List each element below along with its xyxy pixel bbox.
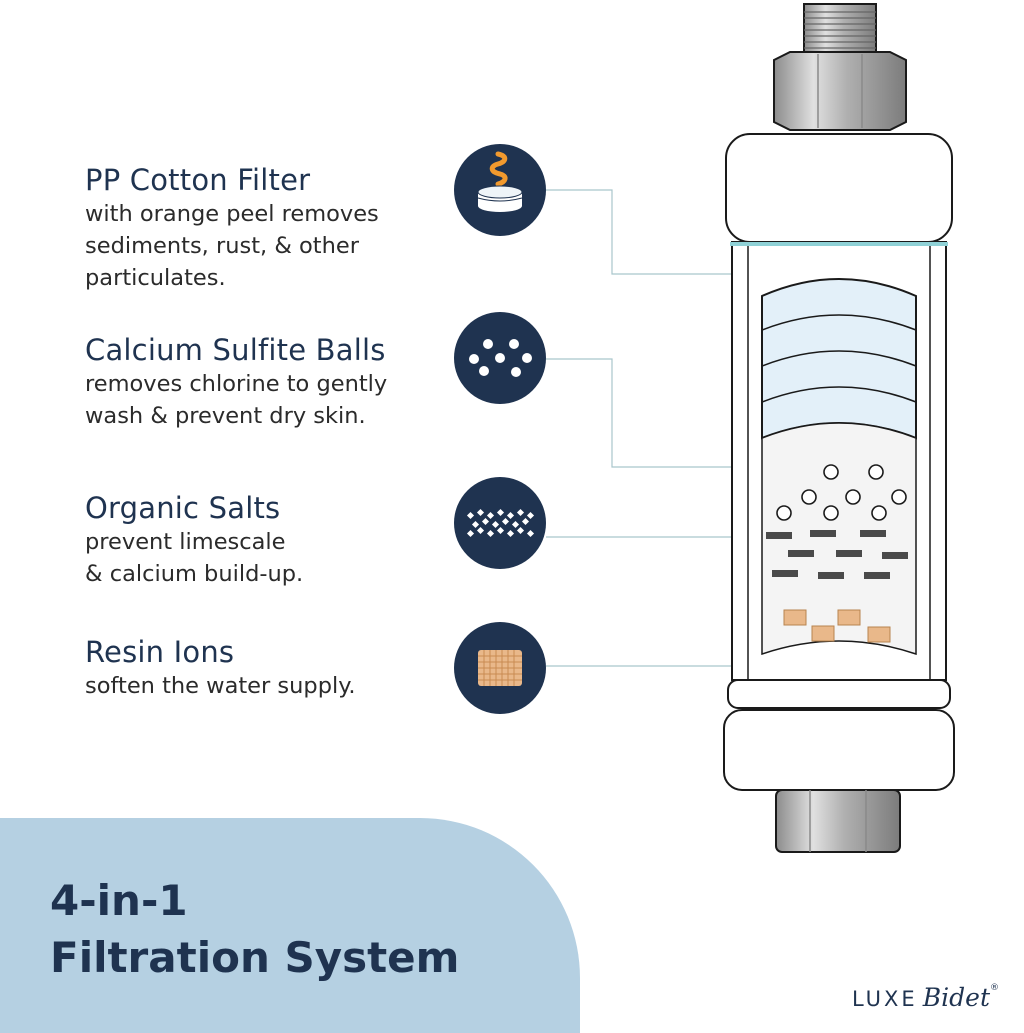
feature-description: with orange peel removes sediments, rust… [85, 201, 379, 291]
balls-icon [454, 312, 546, 404]
feature-resin-ions: Resin Ions soften the water supply. [85, 634, 355, 702]
feature-pp-cotton-filter: PP Cotton Filter with orange peel remove… [85, 162, 379, 294]
brand-logo: LUXE Bidet® [852, 983, 999, 1012]
leader-line-calcium-sulfite [546, 358, 834, 468]
feature-title: Calcium Sulfite Balls [85, 333, 386, 367]
feature-calcium-sulfite-balls: Calcium Sulfite Balls removes chlorine t… [85, 332, 387, 432]
feature-title: Organic Salts [85, 491, 281, 525]
feature-description: soften the water supply. [85, 673, 356, 699]
headline: 4-in-1 Filtration System [50, 876, 460, 982]
feature-title: Resin Ions [85, 635, 235, 669]
feature-description: prevent limescale & calcium build-up. [85, 529, 304, 587]
registered-mark: ® [990, 983, 999, 993]
brand-name: LUXE [852, 987, 918, 1011]
cotton-roll-orange-peel-icon [454, 144, 546, 236]
feature-organic-salts: Organic Salts prevent limescale & calciu… [85, 490, 303, 590]
filter-cartridge-illustration [723, 3, 955, 853]
feature-title: PP Cotton Filter [85, 163, 311, 197]
resin-beads-icon [454, 622, 546, 714]
feature-description: removes chlorine to gently wash & preven… [85, 371, 388, 429]
headline-background [0, 818, 580, 1033]
leader-line-pp-cotton [546, 189, 772, 275]
brand-script: Bidet [922, 983, 990, 1012]
salt-crystals-icon [454, 477, 546, 569]
